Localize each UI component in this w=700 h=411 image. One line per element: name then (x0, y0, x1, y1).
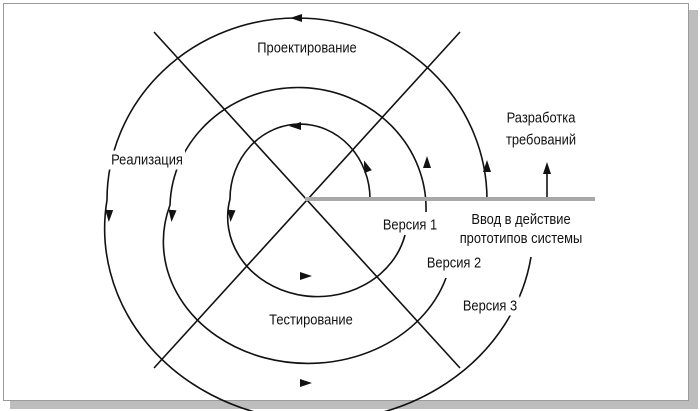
arrowhead-icon (168, 209, 177, 222)
arrowhead-icon (290, 14, 302, 22)
arrowhead-icon (227, 209, 236, 222)
arrowhead-icon (300, 379, 312, 387)
spiral-inner-loop (226, 123, 406, 298)
arrowhead-icon (105, 209, 114, 222)
arrowhead-icon (289, 122, 301, 130)
label-deploy-line1: Ввод в действие (468, 207, 574, 229)
arrowhead-icon (363, 160, 372, 174)
label-testing: Тестирование (266, 310, 356, 330)
label-version2: Версия 2 (424, 253, 484, 273)
label-version3: Версия 3 (460, 296, 520, 316)
label-implementation: Реализация (108, 150, 186, 170)
label-requirements-line2: требований (505, 131, 577, 149)
arrowhead-icon (300, 272, 312, 280)
label-design: Проектирование (257, 39, 357, 57)
diagram-frame (3, 3, 689, 401)
arrowhead-icon (543, 162, 551, 174)
spiral-middle-loop (162, 86, 447, 365)
label-version1: Версия 1 (380, 215, 440, 235)
arrowhead-icon (483, 160, 491, 172)
arrowhead-icon (423, 156, 431, 168)
label-requirements-line1: Разработка (506, 109, 576, 127)
label-deploy-line2: прототипов системы (457, 229, 585, 251)
